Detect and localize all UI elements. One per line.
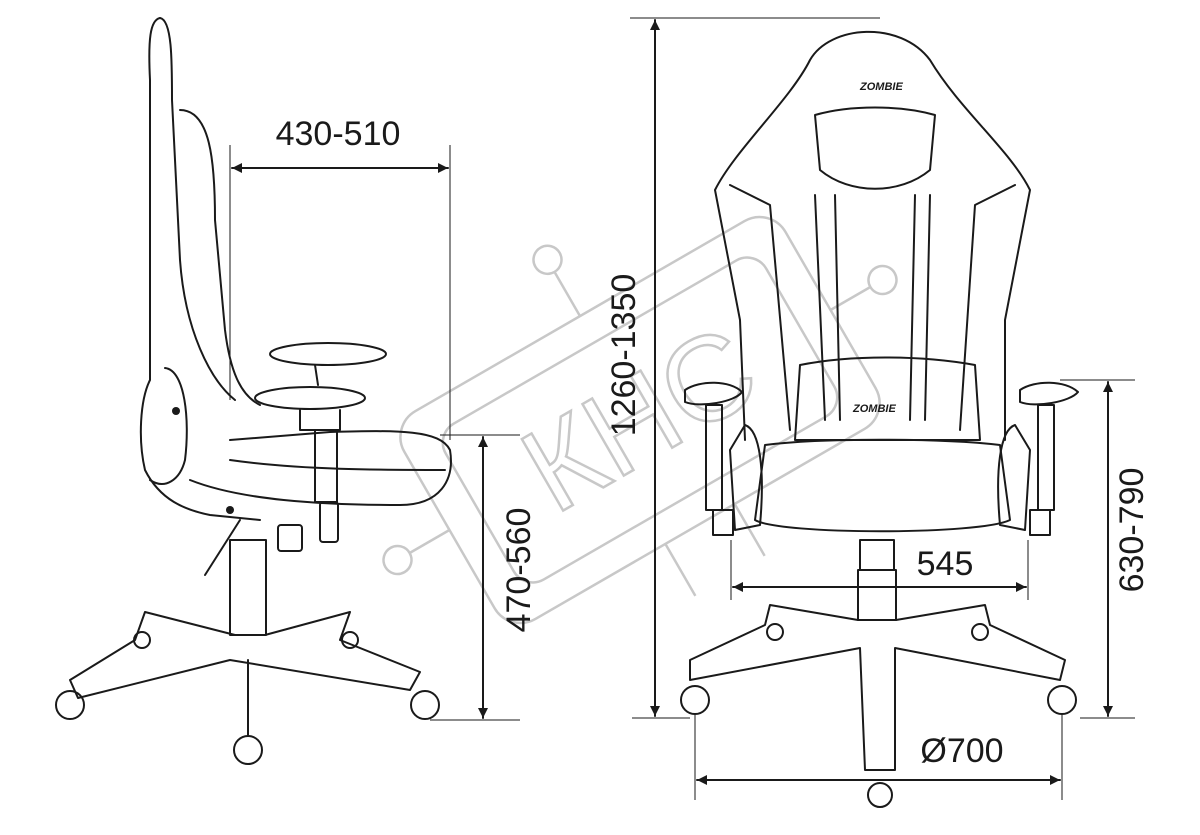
- knob-icon: [172, 407, 180, 415]
- total-height-label: 1260-1350: [605, 274, 643, 437]
- front-view-chair: ZOMBIE ZOMBIE: [680, 30, 1079, 808]
- seat-width-label: 545: [917, 545, 974, 583]
- side-view-chair: [55, 17, 452, 765]
- seat-height-label: 470-560: [500, 508, 538, 633]
- base-diameter-label: Ø700: [920, 732, 1003, 770]
- dimension-lines: [229, 17, 1135, 800]
- logo-lumbar: ZOMBIE: [852, 403, 896, 415]
- logo-top: ZOMBIE: [859, 81, 903, 93]
- seat-depth-label: 430-510: [276, 115, 401, 153]
- armrest-height-label: 630-790: [1113, 468, 1151, 593]
